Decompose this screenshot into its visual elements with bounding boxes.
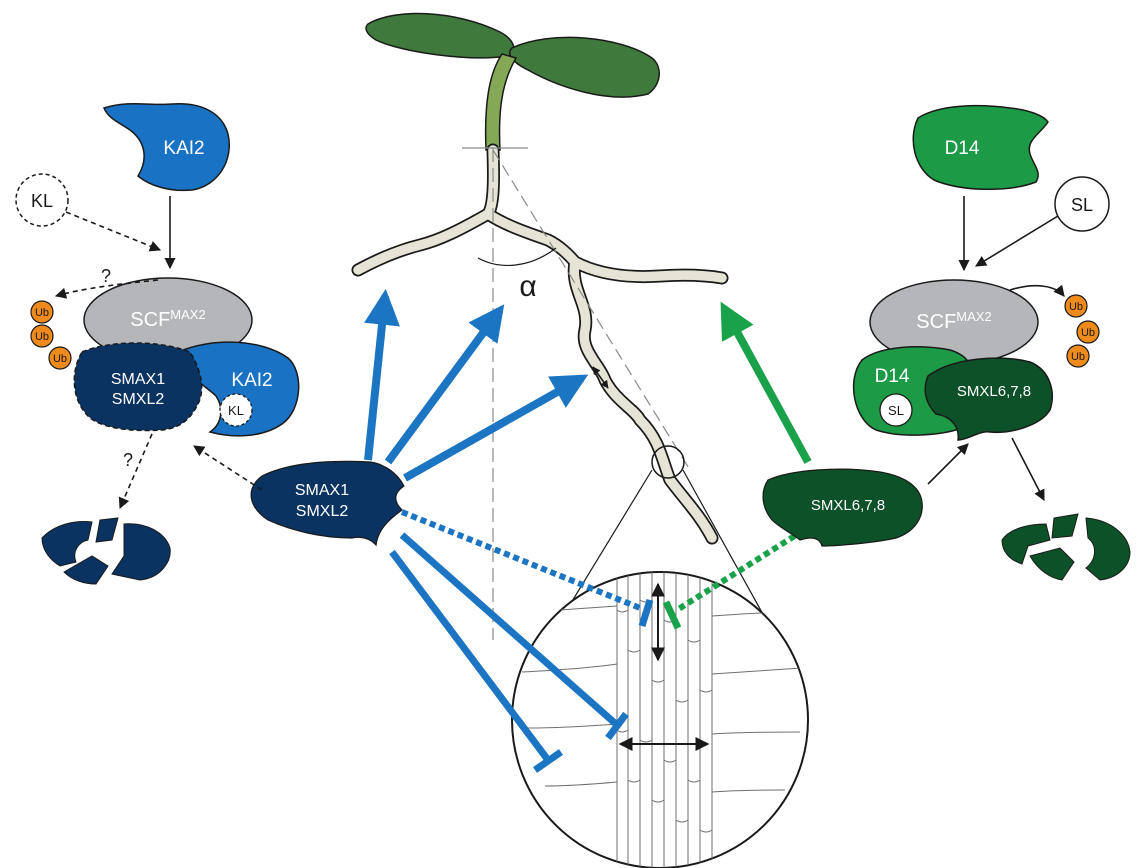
left-ubiquitin-chain: Ub Ub Ub	[30, 300, 72, 370]
left-complex-kl-label: KL	[228, 403, 244, 418]
right-pathway: D14 SL SCFMAX2 D14 SL SMXL6,7,8 Ub Ub Ub	[762, 105, 1131, 581]
right-ub-3: Ub	[1071, 351, 1085, 363]
kl-to-complex-arrow	[65, 211, 162, 252]
right-complex-smxl	[924, 357, 1053, 441]
left-pathway: KAI2 KL SCFMAX2 KAI2 KL SMAX1 SMXL2 Ub	[15, 102, 300, 585]
right-scf-complex: SCFMAX2	[869, 279, 1039, 365]
right-complex-smxl-label: SMXL6,7,8	[957, 383, 1031, 400]
center-smax-protein: SMAX1 SMXL2	[250, 460, 405, 547]
angle-arc	[477, 247, 557, 267]
sl-ligand: SL	[1054, 176, 1110, 232]
inhibition-hair-spacing-bar	[605, 711, 629, 741]
center-smxl2-label: SMXL2	[296, 503, 349, 520]
smxl-protein: SMXL6,7,8	[762, 468, 923, 547]
right-complex-d14-label: D14	[875, 366, 910, 387]
smax-recruitment-arrow	[193, 445, 263, 491]
arrow-to-lateral-root	[364, 288, 400, 461]
left-ub-1: Ub	[35, 307, 49, 319]
smxl-label: SMXL6,7,8	[811, 497, 885, 514]
left-complex-smax	[73, 342, 203, 432]
left-complex-kl	[219, 393, 253, 427]
inhibition-hair-spacing	[399, 532, 620, 728]
arrow-to-root-skewing	[403, 374, 589, 482]
kai2-label: KAI2	[163, 138, 204, 159]
right-complex-sl	[879, 393, 913, 427]
inhibition-root-hair-bar	[533, 749, 563, 773]
left-question-mark-1: ?	[101, 266, 111, 286]
root-fill	[353, 145, 727, 543]
left-complex-smax1-label: SMAX1	[111, 371, 165, 388]
left-complex-kai2	[177, 341, 300, 437]
dashed-inhibition-bar-green	[662, 600, 682, 630]
right-degraded-fragments	[1001, 513, 1131, 581]
left-complex-smxl2-label: SMXL2	[112, 391, 165, 408]
magnified-region-marker	[651, 445, 685, 479]
root-wave-length-arrow	[592, 366, 609, 389]
left-degraded-fragments	[41, 517, 171, 585]
left-ub-3: Ub	[53, 353, 67, 365]
left-ub-2: Ub	[35, 331, 49, 343]
angle-reference-line	[492, 149, 691, 471]
sl-label: SL	[1071, 195, 1093, 215]
d14-receptor: D14	[912, 105, 1049, 191]
left-complex-kai2-label: KAI2	[231, 370, 272, 391]
dashed-inhibition-green	[675, 517, 822, 613]
hypocotyl	[484, 53, 518, 151]
kai2-receptor: KAI2	[103, 102, 230, 192]
right-ubiquitination-arrow	[1009, 284, 1065, 297]
right-degradation-arrow	[1011, 437, 1045, 501]
kl-label: KL	[31, 191, 53, 211]
inhibition-root-hair	[389, 549, 551, 763]
left-scf-label: SCFMAX2	[130, 307, 205, 331]
left-question-mark-2: ?	[123, 450, 133, 470]
left-scf-complex: SCFMAX2	[83, 277, 253, 363]
right-ub-1: Ub	[1069, 301, 1083, 313]
kl-ligand: KL	[15, 173, 69, 227]
sl-to-complex-arrow	[975, 215, 1059, 267]
dashed-inhibition-cell-length	[400, 509, 642, 611]
d14-label: D14	[945, 138, 980, 159]
dashed-inhibition-bar-blue	[638, 598, 654, 628]
smxl-recruitment-arrow	[927, 443, 969, 485]
arrow-to-lateral-root-green	[720, 301, 812, 464]
right-complex-sl-label: SL	[888, 403, 904, 418]
center-smax1-label: SMAX1	[295, 482, 349, 499]
right-ub-2: Ub	[1081, 327, 1095, 339]
left-degradation-arrow	[118, 433, 153, 510]
smax-effect-arrows	[364, 288, 654, 773]
seedling: α	[351, 12, 806, 691]
angle-label: α	[519, 270, 536, 303]
smxl-effect-arrows	[662, 301, 822, 630]
magnified-root-lens	[511, 571, 809, 868]
right-scf-label: SCFMAX2	[916, 309, 991, 333]
left-cotyledon	[365, 12, 515, 59]
left-ubiquitination-arrow	[54, 279, 159, 299]
arrow-to-angle	[384, 304, 505, 465]
right-cotyledon	[508, 36, 660, 98]
right-ubiquitin-chain: Ub Ub Ub	[1064, 294, 1100, 368]
